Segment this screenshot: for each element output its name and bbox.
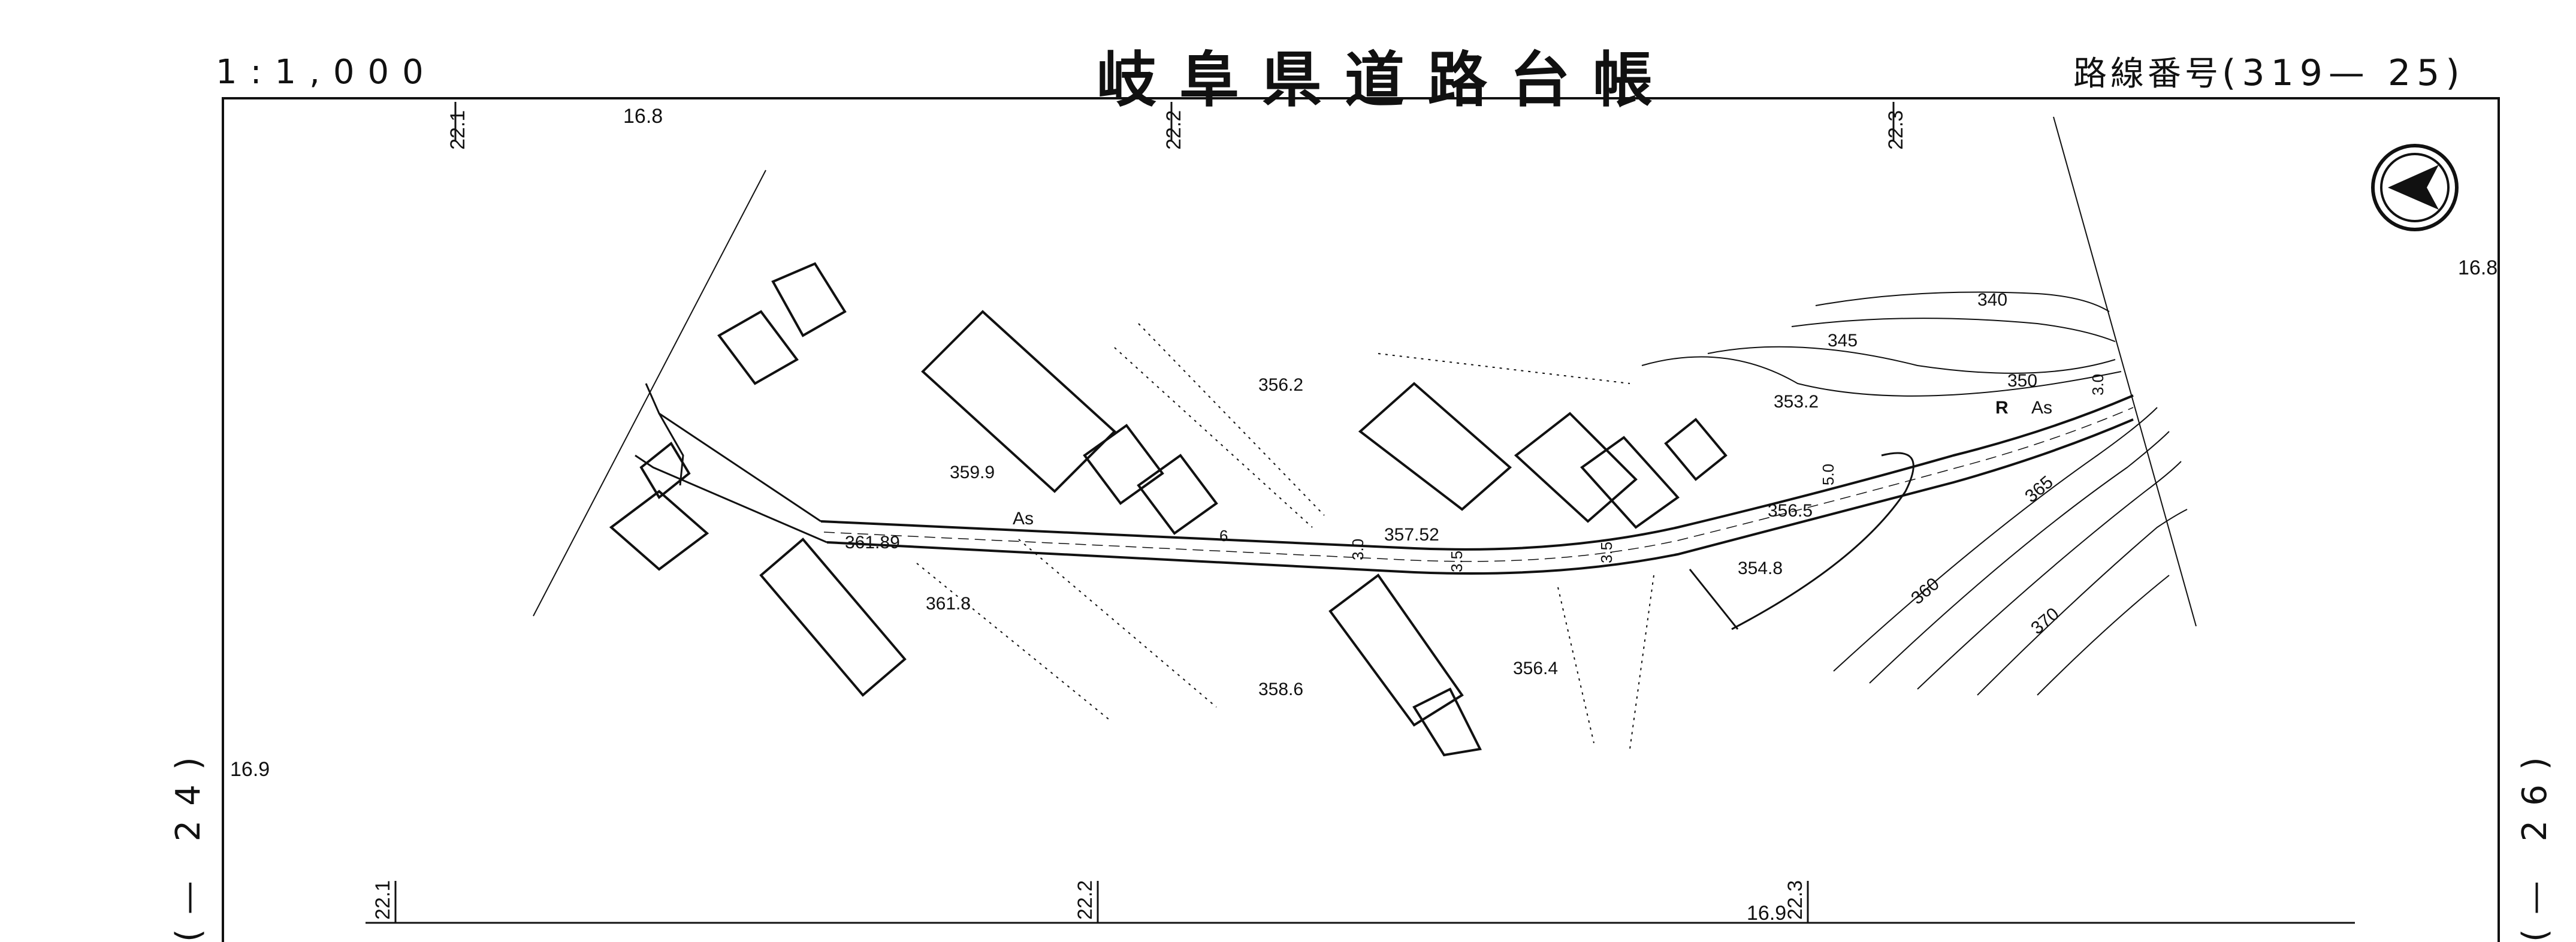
- spot-elevation: 353.2: [1774, 392, 1819, 412]
- contour-lines: [1641, 291, 2188, 696]
- spot-elevation: 361.8: [926, 594, 971, 614]
- road-surface-label: As: [2031, 398, 2052, 418]
- map-scale: 1:1,000: [216, 53, 437, 92]
- guardrail-label: R: [1995, 398, 2009, 418]
- route-number-value: (319— 25): [2222, 52, 2466, 94]
- route-number: 路線番号(319— 25): [2073, 47, 2466, 95]
- spot-elevation: 358.6: [1258, 680, 1303, 699]
- map-title: 岐阜県道路台帳: [1097, 45, 1675, 115]
- spot-elevation: 357.52: [1384, 525, 1439, 545]
- spot-elevation: 356.4: [1513, 659, 1558, 678]
- contour-label: 365: [2021, 472, 2057, 506]
- grid-label: 22.3: [1784, 880, 1807, 920]
- spot-elevation: 361.89: [845, 533, 900, 552]
- road-centerline: [823, 407, 2134, 562]
- grid-label: 22.1: [446, 110, 469, 150]
- contour-label: 345: [1828, 331, 1858, 351]
- road-width-label: 3.5: [1448, 551, 1466, 572]
- road-edge-north: [645, 383, 822, 523]
- road-edge-north: [820, 394, 2134, 551]
- spot-elevation: 354.8: [1738, 558, 1783, 578]
- road-width-label: 3.0: [2089, 374, 2107, 395]
- contour-label: 340: [1977, 290, 2007, 310]
- spot-elevation: 356.2: [1258, 375, 1303, 395]
- road-branch: [1689, 569, 1739, 630]
- spot-elevation: 356.5: [1768, 501, 1813, 521]
- map-frame: [222, 97, 2500, 942]
- road-branch: [1731, 452, 1914, 630]
- grid-label: 16.8: [623, 105, 663, 128]
- road-width-label: 3.5: [1597, 542, 1615, 563]
- grid-label: 16.9: [1747, 902, 1786, 925]
- grid-label: 16.9: [230, 758, 270, 781]
- road-width-label: 6: [1219, 527, 1228, 545]
- road-edge-west: [658, 413, 684, 486]
- road-surface-label: As: [1013, 509, 1034, 529]
- north-arrow-icon: [2371, 144, 2459, 231]
- contour-label: 370: [2027, 604, 2063, 638]
- route-number-label: 路線番号: [2073, 55, 2222, 93]
- parcel-boundary: [916, 323, 1654, 750]
- spot-elevation: 359.9: [950, 463, 995, 482]
- grid-label: 22.3: [1885, 110, 1907, 150]
- grid-label: 22.1: [372, 880, 394, 920]
- grid-label: 22.2: [1074, 880, 1097, 920]
- grid-ticks: [394, 102, 1895, 923]
- survey-boundary: [2053, 116, 2197, 627]
- grid-label: 16.8: [2458, 256, 2498, 279]
- building: [609, 262, 1728, 757]
- road-width-label: 3.0: [1349, 539, 1367, 560]
- grid-label: 22.2: [1162, 110, 1185, 150]
- road-edge-south: [826, 418, 2134, 575]
- road-edge-south: [635, 454, 828, 544]
- road-width-label: 5.0: [1819, 464, 1837, 485]
- contour-label: 350: [2007, 371, 2037, 391]
